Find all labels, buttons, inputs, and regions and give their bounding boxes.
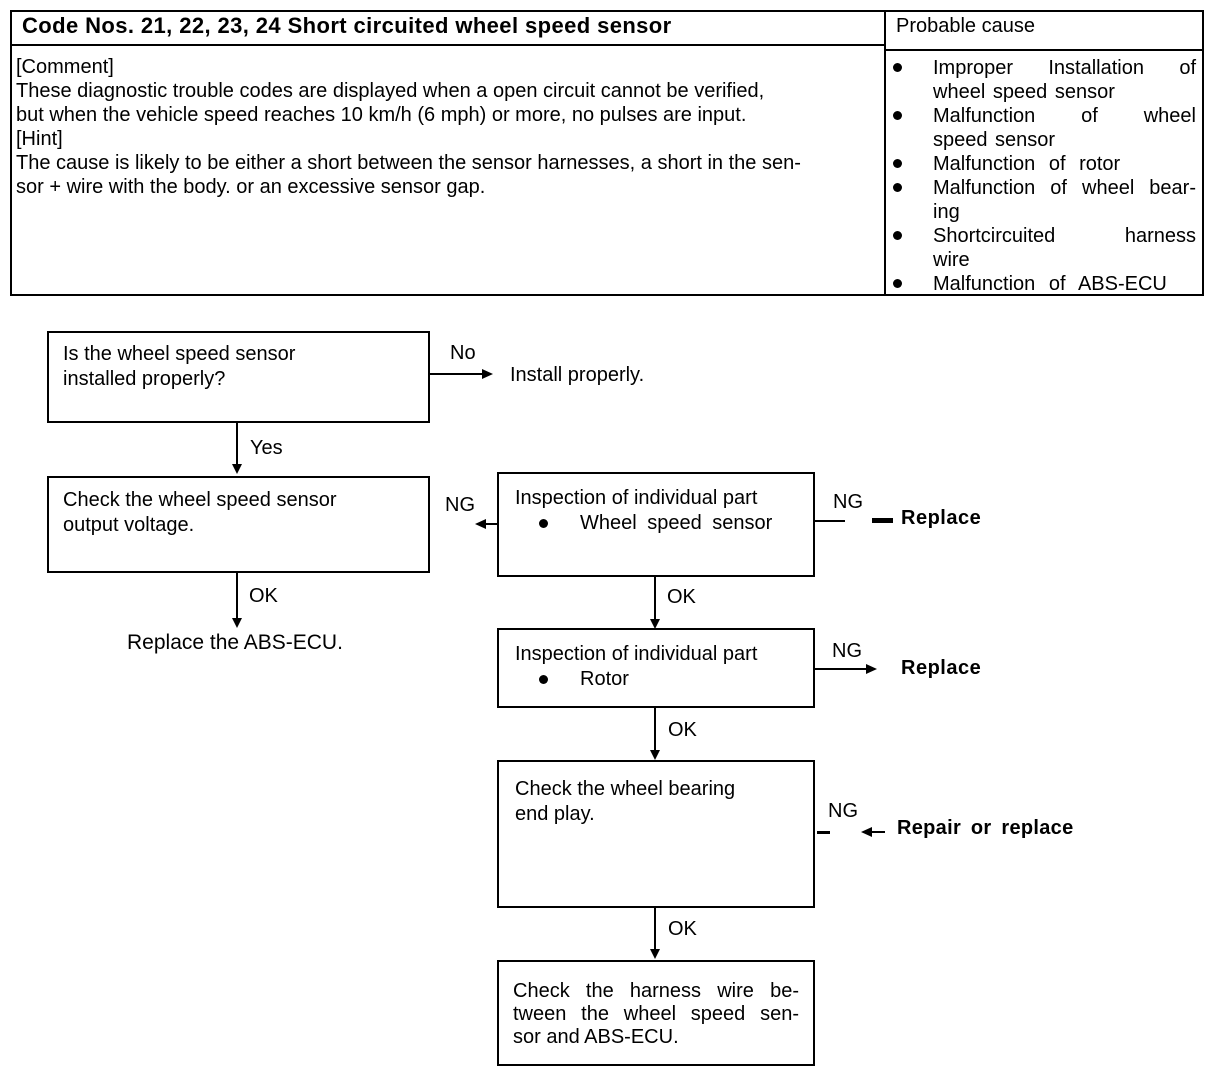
bullet-icon [539,519,548,528]
cause-line: wire [933,249,970,271]
cause-line: Shortcircuited harness [933,225,1196,247]
comment-hint-text: [Comment] These diagnostic trouble codes… [16,55,878,199]
flow-box-line: output voltage. [63,514,195,536]
dtc-table [10,10,1204,296]
flow-box-sensor-installed: Is the wheel speed sensor installed prop… [47,331,430,423]
cause-item: Shortcircuited harness wire [884,224,1200,272]
connector-line [486,523,497,525]
flow-box-line: Rotor [580,668,629,690]
flow-box-bullet-line: Rotor [515,667,813,692]
label-ok: OK [667,586,696,608]
flow-box-bearing-end-play: Check the wheel bearing end play. [497,760,815,908]
arrow-left-icon [861,827,872,837]
table-header-underline-left [12,44,884,46]
cause-line: Malfunction of wheel bear- [933,177,1196,199]
cause-line: Malfunction of wheel [933,105,1196,127]
flow-box-line: sor and ABS-ECU. [513,1026,679,1048]
result-repair-or-replace: Repair or replace [897,817,1074,839]
label-yes: Yes [250,437,283,459]
arrow-down-icon [650,619,660,629]
table-header-underline-right [886,49,1202,51]
flow-box-line: installed properly? [63,368,226,390]
flow-box-line: Inspection of individual part [515,487,758,509]
flow-box-line: Inspection of individual part [515,643,758,665]
label-no: No [450,342,476,364]
label-ng: NG [832,640,862,662]
connector-line [654,908,656,953]
arrow-right-icon [482,369,493,379]
flow-box-line: Is the wheel speed sensor [63,343,296,365]
result-replace: Replace [901,507,982,529]
label-ng: NG [833,491,863,513]
flow-box-output-voltage: Check the wheel speed sensor output volt… [47,476,430,573]
comment-line: These diagnostic trouble codes are displ… [16,80,765,102]
cause-item: Malfunction of ABS-ECU [884,272,1200,296]
hint-line: sor + wire with the body. or an excessiv… [16,176,486,198]
bullet-icon [893,231,902,240]
connector-line [654,708,656,754]
cause-line: Malfunction of rotor [933,153,1121,175]
bullet-icon [893,111,902,120]
probable-cause-header: Probable cause [896,15,1035,37]
flow-box-inspect-rotor: Inspection of individual part Rotor [497,628,815,708]
hint-line: The cause is likely to be either a short… [16,152,801,174]
dash-icon [817,831,830,834]
dash-icon [872,518,893,523]
label-ok: OK [249,585,278,607]
cause-item: Improper Installation of wheel speed sen… [884,56,1200,104]
hint-label: [Hint] [16,128,63,150]
arrow-down-icon [232,464,242,474]
connector-line [815,668,868,670]
connector-line [815,520,845,522]
cause-line: Improper Installation of [933,57,1196,79]
connector-line [872,831,885,833]
connector-line [236,423,238,466]
flow-box-inspect-sensor: Inspection of individual part Wheel spee… [497,472,815,577]
label-ng: NG [445,494,475,516]
cause-item: Malfunction of wheel bear- ing [884,176,1200,224]
page-title: Code Nos. 21, 22, 23, 24 Short circuited… [22,13,672,38]
arrow-down-icon [650,750,660,760]
bullet-icon [893,279,902,288]
arrow-right-icon [866,664,877,674]
table-column-divider [884,12,886,294]
cause-item: Malfunction of wheel speed sensor [884,104,1200,152]
flow-box-line: Check the wheel speed sensor [63,489,337,511]
probable-cause-list: Improper Installation of wheel speed sen… [884,56,1200,296]
bullet-icon [893,159,902,168]
cause-line: ing [933,201,960,223]
cause-line: speed sensor [933,129,1056,151]
bullet-icon [893,183,902,192]
arrow-down-icon [650,949,660,959]
comment-label: [Comment] [16,56,114,78]
flow-box-line: Check the wheel bearing [515,778,736,800]
result-replace-abs-ecu: Replace the ABS-ECU. [127,631,343,654]
flow-box-line: Check the harness wire be- [513,980,799,1002]
comment-line: but when the vehicle speed reaches 10 km… [16,104,747,126]
label-ok: OK [668,918,697,940]
flow-box-line: Wheel speed sensor [580,512,773,534]
arrow-left-icon [475,519,486,529]
cause-line: wheel speed sensor [933,81,1115,103]
label-ng: NG [828,800,858,822]
flow-box-bullet-line: Wheel speed sensor [515,511,813,536]
result-replace: Replace [901,657,982,679]
label-ok: OK [668,719,697,741]
result-install-properly: Install properly. [510,364,645,386]
flow-box-line: end play. [515,803,595,825]
cause-line: Malfunction of ABS-ECU [933,273,1167,295]
arrow-down-icon [232,618,242,628]
cause-item: Malfunction of rotor [884,152,1200,176]
flow-box-harness-wire: Check the harness wire be- tween the whe… [497,960,815,1066]
bullet-icon [539,675,548,684]
connector-line [430,373,484,375]
bullet-icon [893,63,902,72]
flow-box-line: tween the wheel speed sen- [513,1003,799,1025]
connector-line [654,577,656,621]
connector-line [236,573,238,620]
